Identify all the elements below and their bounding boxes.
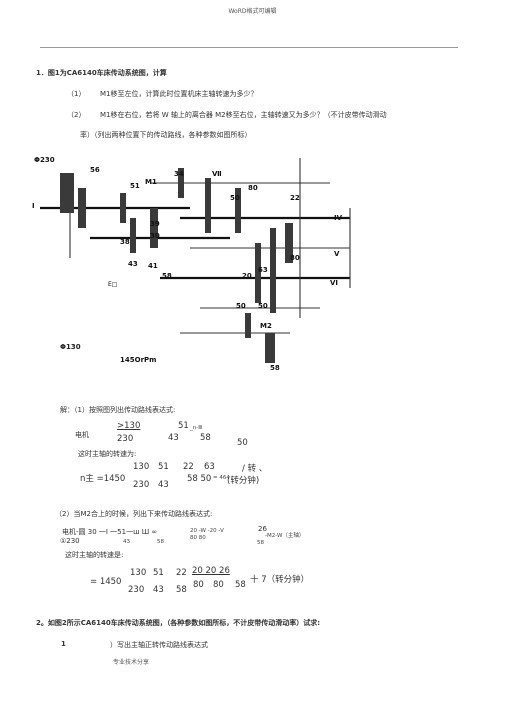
label-speed: 145OrPm xyxy=(120,356,156,364)
n-22: 22 xyxy=(183,462,194,472)
s-230: 230 xyxy=(128,585,145,595)
q1-sub1-number: （1） xyxy=(67,90,86,98)
label-43: 43 xyxy=(128,260,138,268)
s-58: 58 xyxy=(176,585,187,595)
header-divider xyxy=(40,47,458,48)
label-80-right: 80 xyxy=(290,254,300,262)
label-38: 38 xyxy=(120,238,130,246)
q1-sub2-continuation: 率）（列出两种位置下的传动路线，各种参数如图所标） xyxy=(80,131,252,139)
label-58: 58 xyxy=(162,272,172,280)
s-58b: 58 xyxy=(235,580,246,590)
label-63: 63 xyxy=(258,266,268,274)
speed-intro: 这时主轴的转速为: xyxy=(78,450,137,458)
label-20: 20 xyxy=(242,272,252,280)
label-34: 34 xyxy=(174,170,184,178)
part2-43: 43 xyxy=(123,539,130,545)
s-22: 22 xyxy=(176,568,187,578)
frac-230: 230 xyxy=(117,434,134,444)
motor-label: 电机 xyxy=(75,431,89,439)
n-63: 63 xyxy=(204,462,215,472)
label-22: 22 xyxy=(290,194,300,202)
label-phi130: Φ130 xyxy=(60,343,81,351)
label-M1: M1 xyxy=(145,178,157,186)
part2-end: -M2-W（主轴） xyxy=(265,533,305,539)
page-header: WoRD格式可编辑 xyxy=(228,8,277,15)
n-230: 230 xyxy=(133,480,150,490)
frac-130: >130 xyxy=(117,421,141,431)
s-80b: 80 xyxy=(213,580,224,590)
n-unit-bottom: (转分钟) xyxy=(227,476,260,486)
frac-51: 51 xyxy=(178,421,189,431)
label-50-mid: 50 xyxy=(258,302,268,310)
frac-50: 50 xyxy=(237,438,248,448)
part2-frac-top: 20 -W -20 -V xyxy=(190,528,224,534)
label-50-top: 50 xyxy=(230,194,240,202)
q2-item-text: ）写出主轴正转传动路线表达式 xyxy=(110,641,208,649)
n-130: 130 xyxy=(133,462,150,472)
label-80-top: 80 xyxy=(248,184,258,192)
label-39: 39 xyxy=(150,220,160,228)
label-58-bottom: 58 xyxy=(270,364,280,372)
q1-sub2-text: M1移在右位，若将 W 轴上的离合器 M2移至右位，主轴转速又为多少？（不计皮带… xyxy=(100,111,387,119)
part2-58: 58 xyxy=(157,539,164,545)
label-VII: Ⅶ xyxy=(212,170,222,178)
q2-item-number: 1 xyxy=(61,640,66,648)
label-shaft-VI: VI xyxy=(330,279,338,287)
s-130: 130 xyxy=(130,568,147,578)
label-30: 30 xyxy=(150,232,160,240)
s-51: 51 xyxy=(153,568,164,578)
part2-speed-intro: 这时主轴的转速是: xyxy=(65,551,124,559)
n-label: n主 =1450 xyxy=(80,474,126,484)
n-result: = 464 xyxy=(213,475,230,481)
label-56: 56 xyxy=(90,166,100,174)
q1-sub1-text: M1移至左位，计算此时位置机床主轴转速为多少？ xyxy=(100,90,258,98)
part2-frac-bottom: 80 80 xyxy=(190,535,206,541)
label-41: 41 xyxy=(148,262,158,270)
n-5850: 58 50 xyxy=(187,474,212,484)
s-top: 20 20 26 xyxy=(192,566,230,576)
transmission-diagram: Φ230 I 56 51 M1 34 Ⅶ 80 50 22 39 30 38 4… xyxy=(32,156,351,372)
question-2-title: 2。如图2所示CA6140车床传动系统图，（各种参数如图所标，不计皮带传动滑动率… xyxy=(36,619,321,627)
part2-58b: 58 xyxy=(257,540,264,546)
part2-230: ①230 xyxy=(60,537,80,545)
label-M2: M2 xyxy=(260,322,272,330)
part2-chain: 电机-圆 30 一Ⅰ 一51一ш Ш ∞ xyxy=(62,528,158,536)
n-unit-top: / 转 、 xyxy=(242,464,268,474)
solution-intro: 解：（1）按照图列出传动路线表达式: xyxy=(60,406,176,414)
s-result: 十 7（转分钟） xyxy=(250,575,310,585)
label-E: E□ xyxy=(108,281,117,288)
label-shaft-V: V xyxy=(334,250,340,258)
label-shaft-IV: IV xyxy=(334,214,343,222)
part2-intro: （2）当M2合上的时候，列出下来传动路线表达式: xyxy=(55,510,213,518)
n-51: 51 xyxy=(158,462,169,472)
page-footer: 专业技术分享 xyxy=(113,659,150,666)
n-43: 43 xyxy=(158,480,169,490)
s-eq: = 1450 xyxy=(90,577,122,587)
frac-43: 43 xyxy=(168,433,179,443)
label-phi230: Φ230 xyxy=(34,156,55,164)
label-shaft-I: I xyxy=(32,202,35,210)
s-43: 43 xyxy=(153,585,164,595)
frac-58: 58 xyxy=(200,433,211,443)
q1-sub2-number: （2） xyxy=(67,111,86,119)
frac-arrow: _n-Ⅲ xyxy=(190,425,203,431)
part2-26: 26 xyxy=(258,525,267,533)
label-51: 51 xyxy=(130,182,140,190)
question-1-title: 1．图1为CA6140车床传动系统图，计算 xyxy=(36,69,167,77)
s-80a: 80 xyxy=(193,580,204,590)
label-50-left: 50 xyxy=(236,302,246,310)
